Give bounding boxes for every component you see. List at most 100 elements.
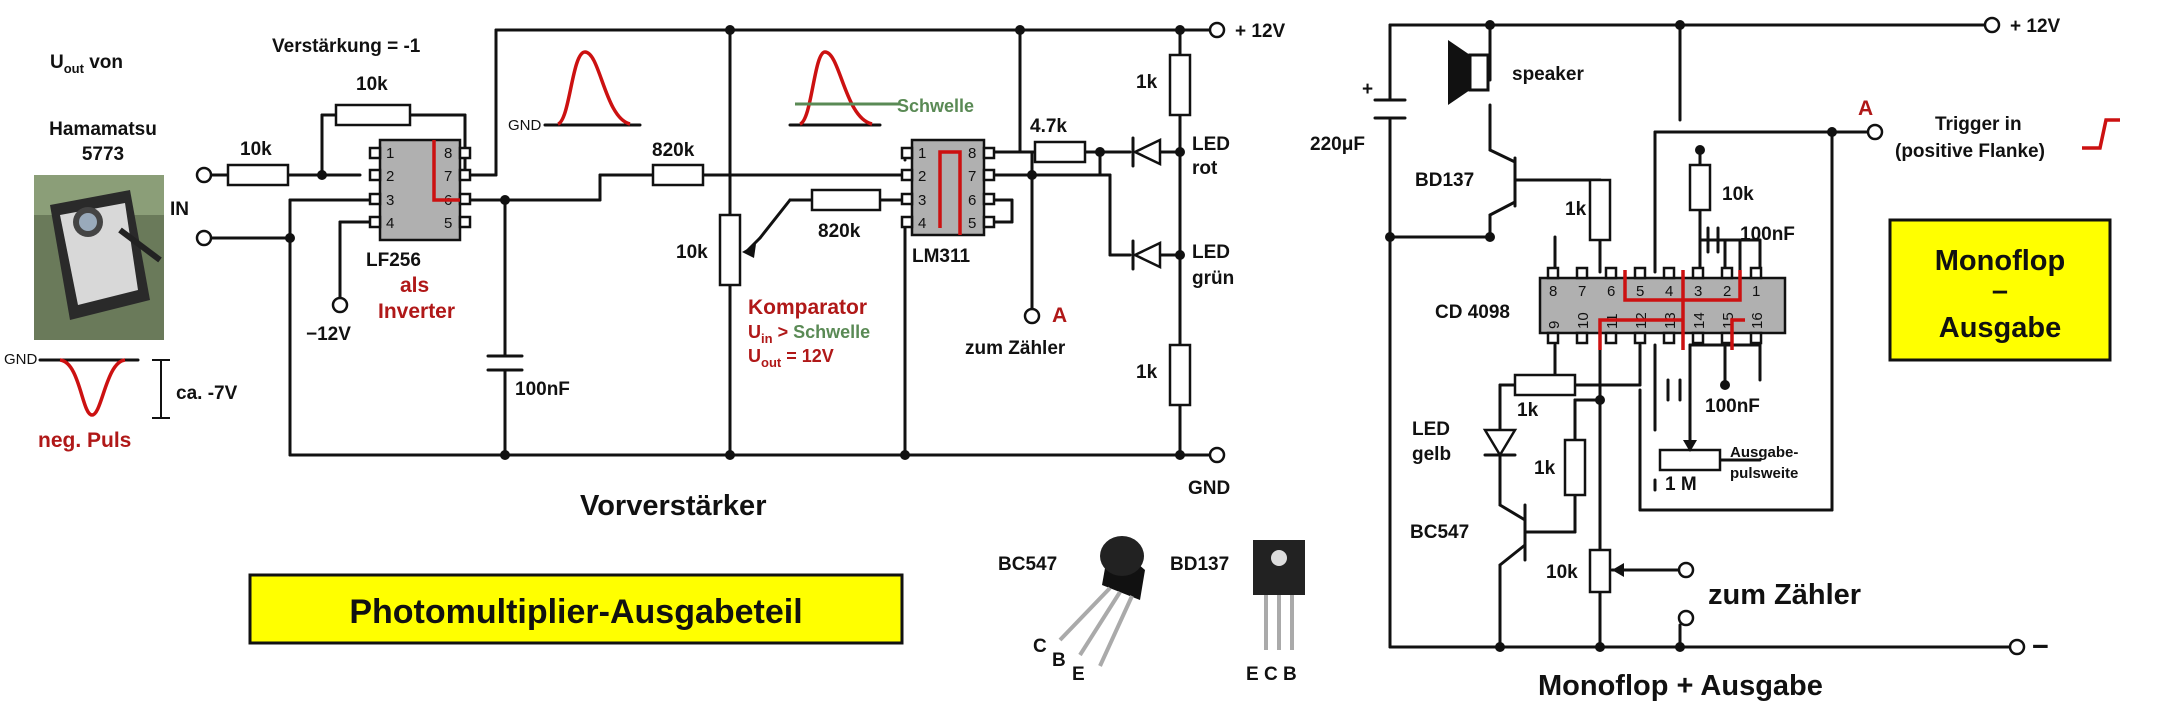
svg-text:7: 7 (444, 168, 452, 185)
resistor-1k-top-label: 1k (1136, 72, 1158, 93)
cd4098-pin-top (1749, 266, 1763, 280)
pmt-module-photo (34, 175, 164, 340)
opamp-role-2: Inverter (378, 300, 455, 323)
cd4098-pin-bottom (1662, 331, 1676, 345)
cd4098-pin-bottom (1691, 331, 1705, 345)
speaker-label: speaker (1512, 64, 1584, 85)
cd4098-pin-top (1662, 266, 1676, 280)
pot-10k-threshold (718, 213, 742, 287)
title-box (248, 573, 904, 645)
comparator-out-terminal[interactable] (1023, 307, 1041, 325)
resistor-feedback-label: 10k (356, 74, 388, 95)
cd4098-pin-top-label: 3 (1694, 283, 1702, 300)
negative-pulse-graph: GND ca. -7V neg. Puls (4, 351, 238, 452)
rising-edge-icon (2082, 118, 2120, 150)
pot-label-1: Ausgabe- (1730, 444, 1798, 461)
capacitor-100nf-bottom-label: 100nF (1705, 396, 1760, 417)
bd137-label: BD137 (1415, 170, 1474, 191)
cd4098-pin-top (1546, 266, 1560, 280)
pot-10k-output (1588, 548, 1612, 594)
capacitor-100nf-bottom (1666, 378, 1682, 402)
bc547-label: BC547 (1410, 522, 1469, 543)
cd4098-pin-top-label: 1 (1752, 283, 1760, 300)
counter-terminal-ground[interactable] (1677, 609, 1695, 627)
capacitor-100nf-top (1706, 226, 1720, 254)
monoflop-box (1888, 218, 2112, 362)
trigger-terminal[interactable] (1866, 123, 1884, 141)
in-terminal-signal[interactable] (195, 166, 213, 184)
monoflop-minus-label: − (2032, 631, 2049, 663)
cd4098-pin-bottom (1633, 331, 1647, 345)
monoflop-plus12-terminal[interactable] (1983, 16, 2001, 34)
cd4098-pin-top-label: 8 (1549, 283, 1557, 300)
resistor-1k-base-label: 1k (1565, 199, 1587, 220)
monoflop-to-counter-label: zum Zähler (1708, 579, 1861, 611)
svg-text:2: 2 (918, 168, 926, 185)
svg-text:3: 3 (918, 192, 926, 209)
cd4098-pin-top-label: 4 (1665, 283, 1673, 300)
monoflop-box-line2: – (1992, 275, 2008, 307)
trigger-label-1: Trigger in (1935, 114, 2022, 135)
resistor-input (226, 163, 290, 187)
preamp-plus12-terminal[interactable] (1208, 21, 1226, 39)
threshold-label: Schwelle (897, 96, 974, 116)
monoflop-minus-terminal[interactable] (2008, 638, 2026, 656)
resistor-1k-top (1168, 53, 1192, 117)
cd4098-pin-bottom-label: 14 (1691, 312, 1708, 329)
counter-terminal-signal[interactable] (1677, 561, 1695, 579)
resistor-1k-led (1513, 373, 1577, 397)
resistor-10k-timing-label: 10k (1722, 184, 1754, 205)
pot-10k-output-label: 10k (1546, 562, 1578, 583)
cd4098-pin-top-label: 2 (1723, 283, 1731, 300)
preamp-gnd-label: GND (1188, 478, 1230, 499)
pulse-gnd-label: GND (508, 117, 542, 134)
uout-label: Uout von (50, 52, 123, 76)
cd4098-pin-top-label: 7 (1578, 283, 1586, 300)
led-green-diode (1131, 239, 1162, 271)
resistor-feedback (334, 103, 412, 127)
monoflop-box-line3: Ausgabe (1939, 312, 2061, 344)
in-label: IN (170, 199, 189, 220)
monoflop-junctions (1385, 20, 1837, 652)
bc547-pin-e: E (1072, 664, 1085, 685)
resistor-1k-base (1588, 178, 1612, 242)
to-counter-label: zum Zähler (965, 338, 1066, 359)
bc547-pin-b: B (1052, 650, 1066, 671)
resistor-820k-series (651, 163, 705, 187)
svg-text:1: 1 (386, 145, 394, 162)
svg-text:8: 8 (444, 145, 452, 162)
source-model: 5773 (82, 144, 124, 165)
bc547-pin-c: C (1033, 636, 1047, 657)
svg-text:5: 5 (968, 215, 976, 232)
bd137-package: BD137 E C B (1170, 540, 1305, 685)
gain-label: Verstärkung = -1 (272, 36, 421, 57)
cd4098-pin-bottom (1749, 331, 1763, 345)
bd137-name: BD137 (1170, 554, 1229, 575)
svg-text:6: 6 (968, 192, 976, 209)
comparator-output: Uout = 12V (748, 346, 834, 370)
in-terminal-ground[interactable] (195, 229, 213, 247)
preamp-plus12-label: + 12V (1235, 21, 1286, 42)
cd4098-pin-top (1633, 266, 1647, 280)
monoflop-section-label: Monoflop + Ausgabe (1538, 670, 1823, 702)
out-marker-a: A (1052, 304, 1067, 327)
preamp-wiring (208, 28, 1217, 457)
led-green-label-2: grün (1192, 268, 1234, 289)
capacitor-label: 100nF (515, 379, 570, 400)
cd4098-pin-bottom-label: 9 (1546, 321, 1563, 329)
capacitor-220uf (1373, 98, 1407, 120)
neg-supply-terminal[interactable] (331, 296, 349, 314)
resistor-820k-series-label: 820k (652, 140, 695, 161)
comparator-title: Komparator (748, 296, 867, 319)
led-red-diode (1131, 136, 1162, 168)
pot-label-2: pulsweite (1730, 465, 1798, 482)
comparator-condition: Uin > Schwelle (748, 322, 870, 346)
preamp-gnd-terminal[interactable] (1208, 446, 1226, 464)
resistor-1k-led-label: 1k (1517, 400, 1539, 421)
cd4098-pin-top-label: 6 (1607, 283, 1615, 300)
cd4098-pin-top (1691, 266, 1705, 280)
cd4098-pin-bottom-label: 16 (1749, 312, 1766, 329)
